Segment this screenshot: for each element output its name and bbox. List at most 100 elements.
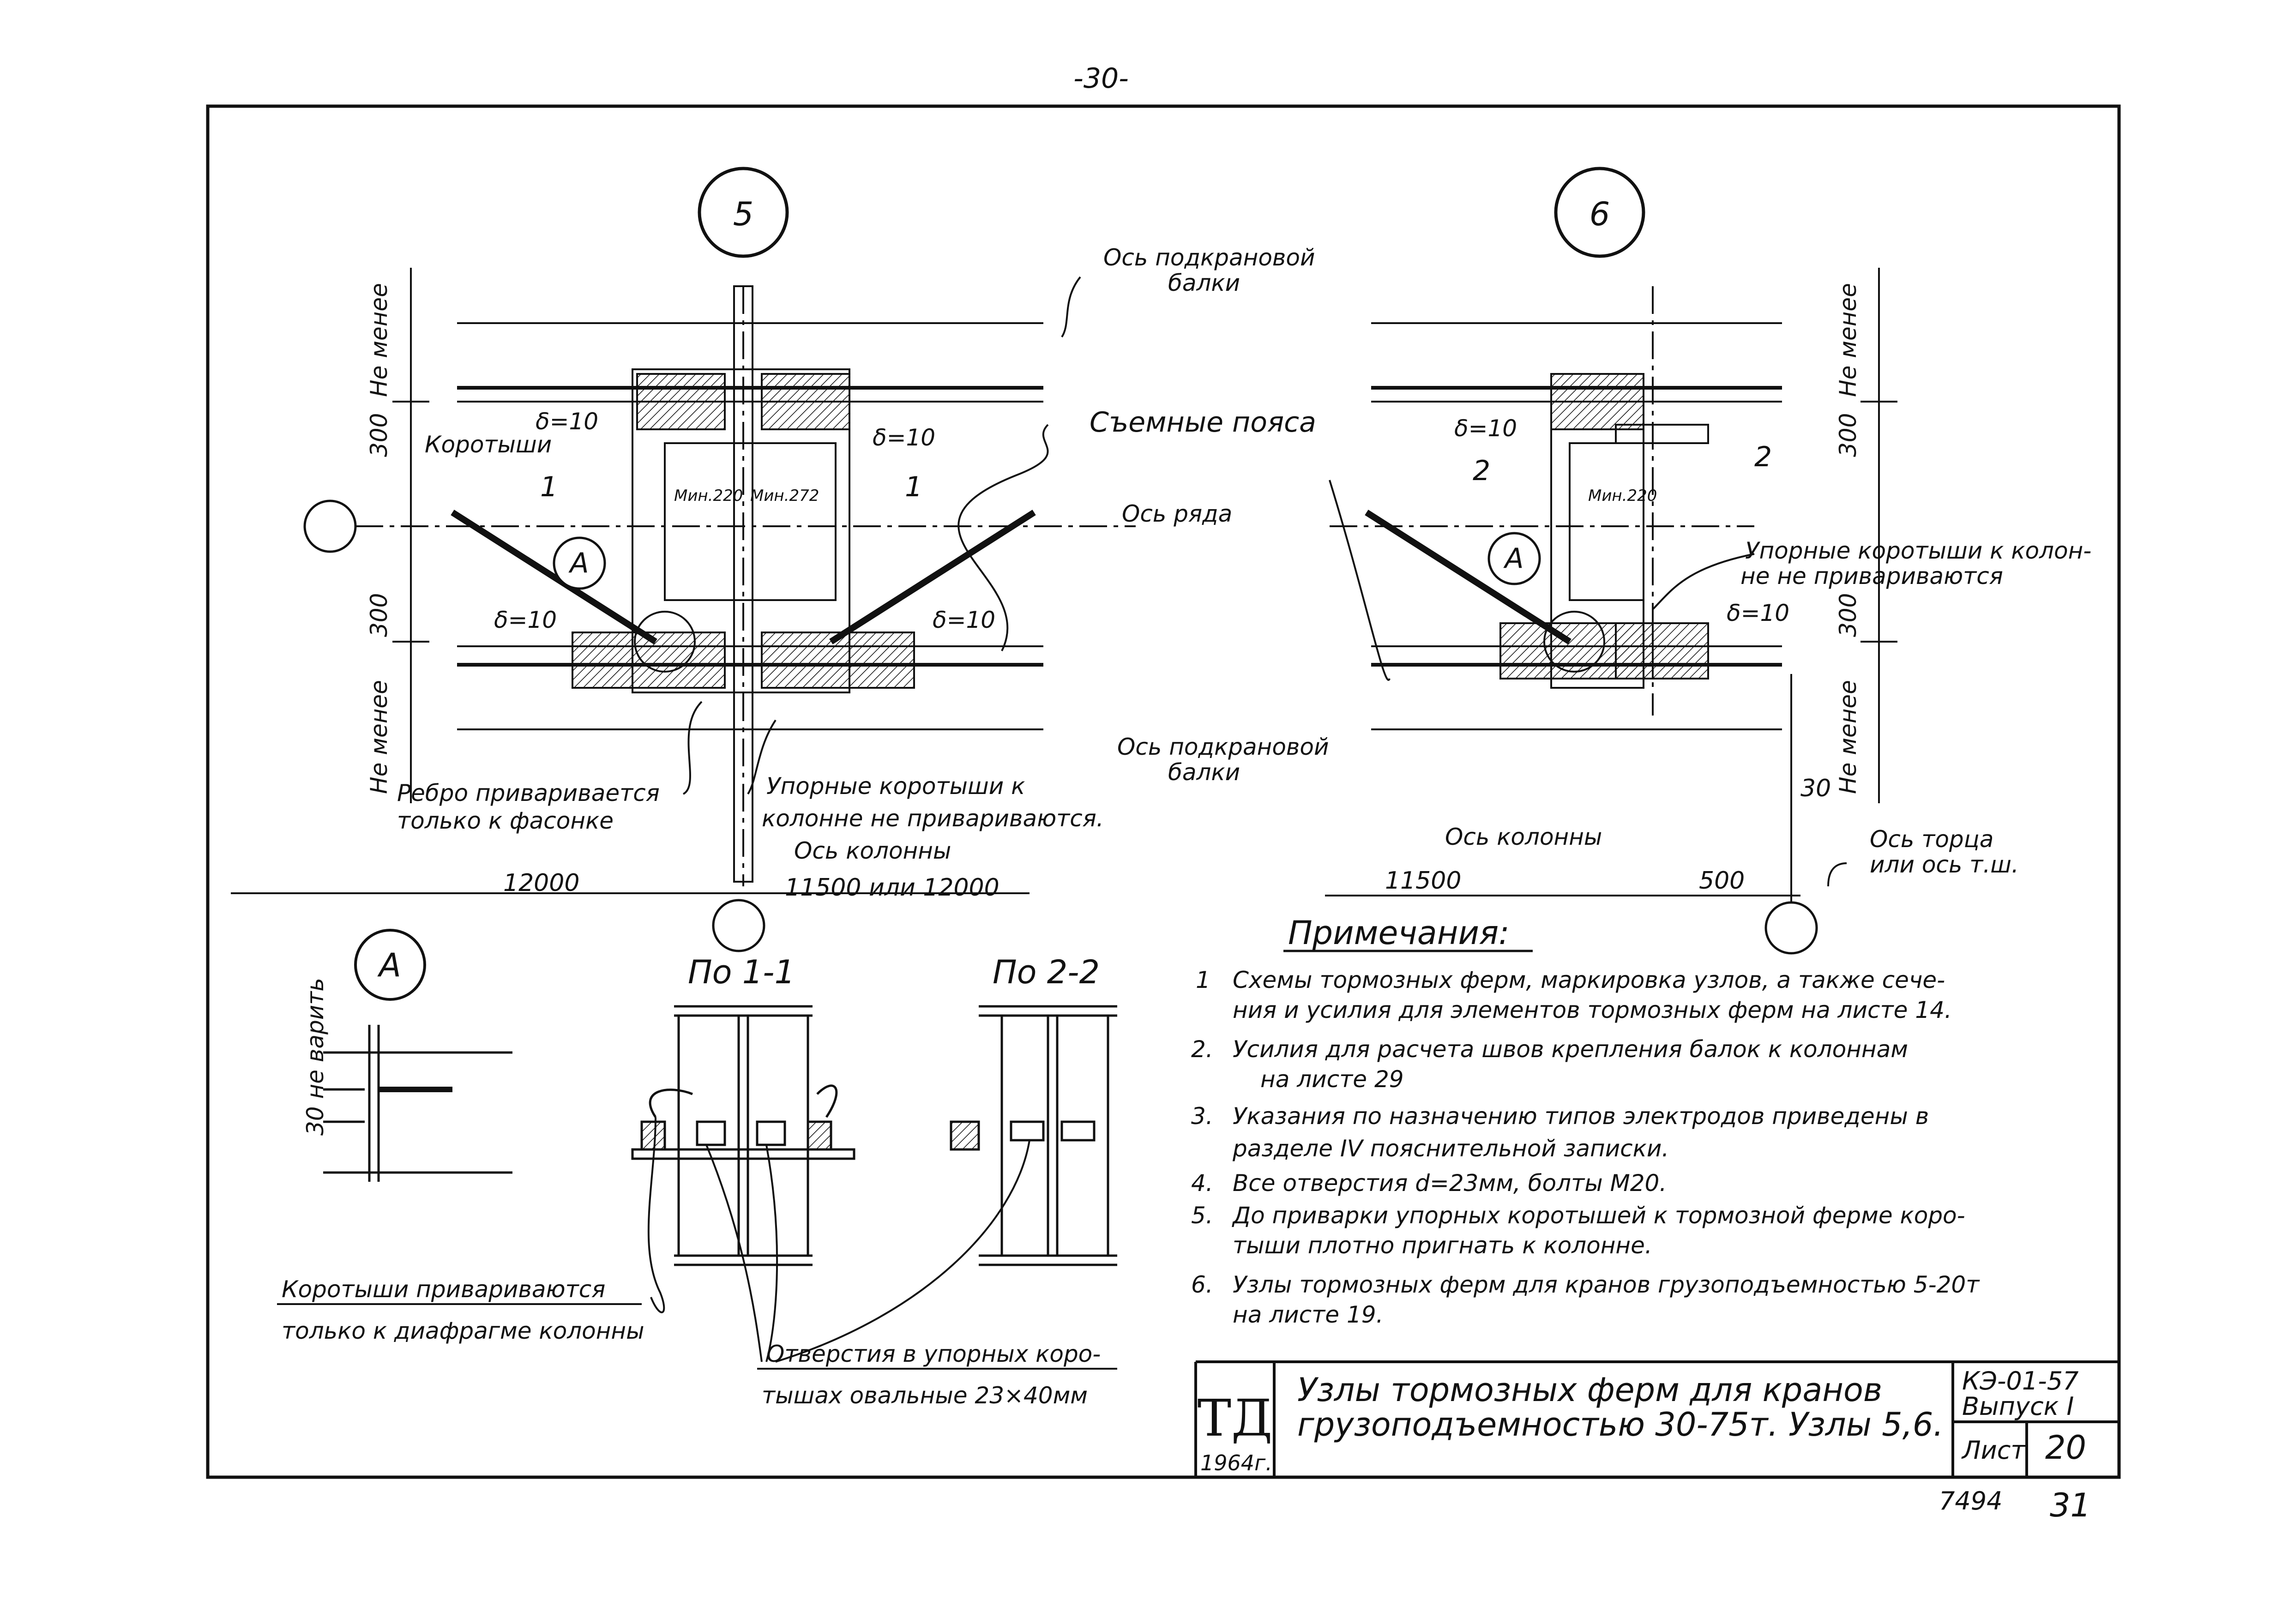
title-block-issue: Выпуск I [1962,1392,2074,1421]
section-1-1-drawing [631,1005,855,1266]
note-6-line1: Узлы тормозных ферм для кранов грузоподъ… [1233,1271,1980,1298]
dim-12000-label: 12000 [503,869,579,897]
dim-11500-or-12000-label: 11500 или 12000 [785,874,999,902]
archive-number: 7494 [1939,1486,2002,1516]
stop-bars-left-line1: Упорные коротыши к [766,773,1025,800]
note-4-num: 4. [1191,1170,1213,1197]
end-axis-label-line2: или ось т.ш. [1870,851,2019,878]
note-2-num: 2. [1191,1036,1213,1063]
dim-30-label: 30 [1800,775,1831,802]
removable-chords-label: Съемные пояса [1090,406,1316,439]
stop-bars-right-line2: не не привариваются [1740,563,2003,589]
korotyshi-label: Коротыши [425,431,552,458]
min220-label-right: Мин.220 [1588,487,1657,505]
note-3-line1: Указания по назначению типов электродов … [1233,1103,1929,1130]
note-1-line2: ния и усилия для элементов тормозных фер… [1233,997,1952,1023]
detail-a-ref-right-label: A [1503,542,1523,575]
bars-welded-line1: Коротыши привариваются [282,1276,605,1303]
title-block-title-line2: грузоподъемностью 30-75т. Узлы 5,6. [1297,1406,1944,1444]
beam-axis-top-label-2: балки [1168,270,1240,296]
a-weld-note: 30 не варить [302,978,329,1136]
detail-a-title: A [377,946,401,984]
dim-300-top-right: 300 [1835,413,1861,457]
row-axis-label: Ось ряда [1122,500,1232,527]
detail-a-ref-left [553,536,606,590]
detail-a-drawing [323,1025,512,1182]
note-2-line1: Усилия для расчета швов крепления балок … [1233,1036,1908,1063]
title-block-code: КЭ-01-57 [1962,1366,2078,1395]
section-2-mark-right: 2 [1754,441,1772,473]
delta10-label-3: δ=10 [494,607,557,633]
delta10-label-2: δ=10 [873,424,935,451]
beam-axis-top-label: Ось подкрановой [1103,244,1315,271]
beam-axis-bottom-label: Ось подкрановой [1117,734,1329,760]
callout-leaders [647,1117,1030,1363]
rib-note-line2: только к фасонке [397,807,614,834]
node6-axis-circle [1554,167,1645,258]
section-1-mark-right: 1 [905,471,922,503]
dim-300-mid-left: 300 [366,593,392,637]
detail-a-circle-right [1543,611,1605,673]
section-1-1-title: По 1-1 [688,953,795,991]
dim-300-mid-right: 300 [1835,593,1861,637]
note-3-line2: разделе IV пояснительной записки. [1232,1135,1669,1162]
end-axis-circle [1764,901,1818,955]
note-5-num: 5. [1191,1202,1213,1229]
dim-500-label: 500 [1699,867,1745,895]
section-1-mark-left: 1 [540,471,558,503]
delta10-label-1: δ=10 [536,408,598,435]
holes-oval-line2: тышах овальные 23×40мм [762,1382,1088,1409]
note-6-line2: на листе 19. [1233,1301,1383,1328]
node6-label: 6 [1590,195,1610,233]
node-6-drawing [1325,268,1897,923]
detail-a-circle-left [634,611,696,673]
dim-300-top-left: 300 [366,413,392,457]
detail-a-title-circle [354,929,426,1001]
section-2-2-drawing [950,1005,1117,1266]
note-2-line2: на листе 29 [1260,1066,1404,1093]
dim-11500-label: 11500 [1385,867,1461,895]
note-4-line1: Все отверстия d=23мм, болты М20. [1233,1170,1667,1197]
beam-axis-bottom-label-2: балки [1168,759,1240,786]
not-less-label-top-left: Не менее [366,283,392,397]
bars-welded-line2: только к диафрагме колонны [282,1317,644,1344]
note-5-line1: До приварки упорных коротышей к тормозно… [1232,1202,1965,1229]
section-2-mark-left: 2 [1473,455,1490,487]
title-block-sheet-number: 20 [2045,1429,2086,1467]
node-5-drawing [355,268,1136,886]
note-5-line2: тыши плотно пригнать к колонне. [1233,1232,1652,1259]
stop-bars-right-line1: Упорные коротыши к колон- [1745,537,2091,564]
td-logo: ТД [1198,1389,1273,1448]
section-2-2-title: По 2-2 [993,953,1100,991]
note-1-num: 1 [1196,967,1210,993]
min220-label: Мин.220 [674,487,743,505]
min272-label: Мин.272 [750,487,819,505]
title-block [1194,1360,2119,1477]
title-block-year: 1964г. [1200,1450,1272,1475]
not-less-label-bottom-left: Не менее [366,680,392,794]
stop-bars-left-line2: колонне не привариваются. [762,805,1104,832]
title-block-sheet-label: Лист [1961,1436,2026,1465]
column-axis-label-right: Ось колонны [1445,824,1602,850]
column-axis-label-left: Ось колонны [794,837,951,864]
delta10-label-4: δ=10 [933,607,995,633]
not-less-label-bottom-right: Не менее [1835,680,1861,794]
notes-list: 1 Схемы тормозных ферм, маркировка узлов… [1191,967,1980,1328]
delta10-label-r2: δ=10 [1727,600,1789,626]
note-6-num: 6. [1191,1271,1213,1298]
node5-label: 5 [733,195,754,233]
page-number: -30- [1073,62,1129,95]
note-1-line1: Схемы тормозных ферм, маркировка узлов, … [1233,967,1945,993]
notes-title: Примечания: [1288,914,1510,952]
delta10-label-r1: δ=10 [1454,415,1517,442]
node5-axis-circle [698,167,789,258]
not-less-label-top-right: Не менее [1835,283,1861,397]
page-total-number: 31 [2050,1486,2091,1524]
title-block-title-line1: Узлы тормозных ферм для кранов [1297,1371,1882,1409]
end-axis-label-line1: Ось торца [1870,826,1993,853]
detail-a-ref-left-label: A [568,547,589,579]
note-3-num: 3. [1191,1103,1213,1130]
rib-note-line1: Ребро приваривается [397,780,660,806]
detail-a-ref-right [1487,532,1541,585]
